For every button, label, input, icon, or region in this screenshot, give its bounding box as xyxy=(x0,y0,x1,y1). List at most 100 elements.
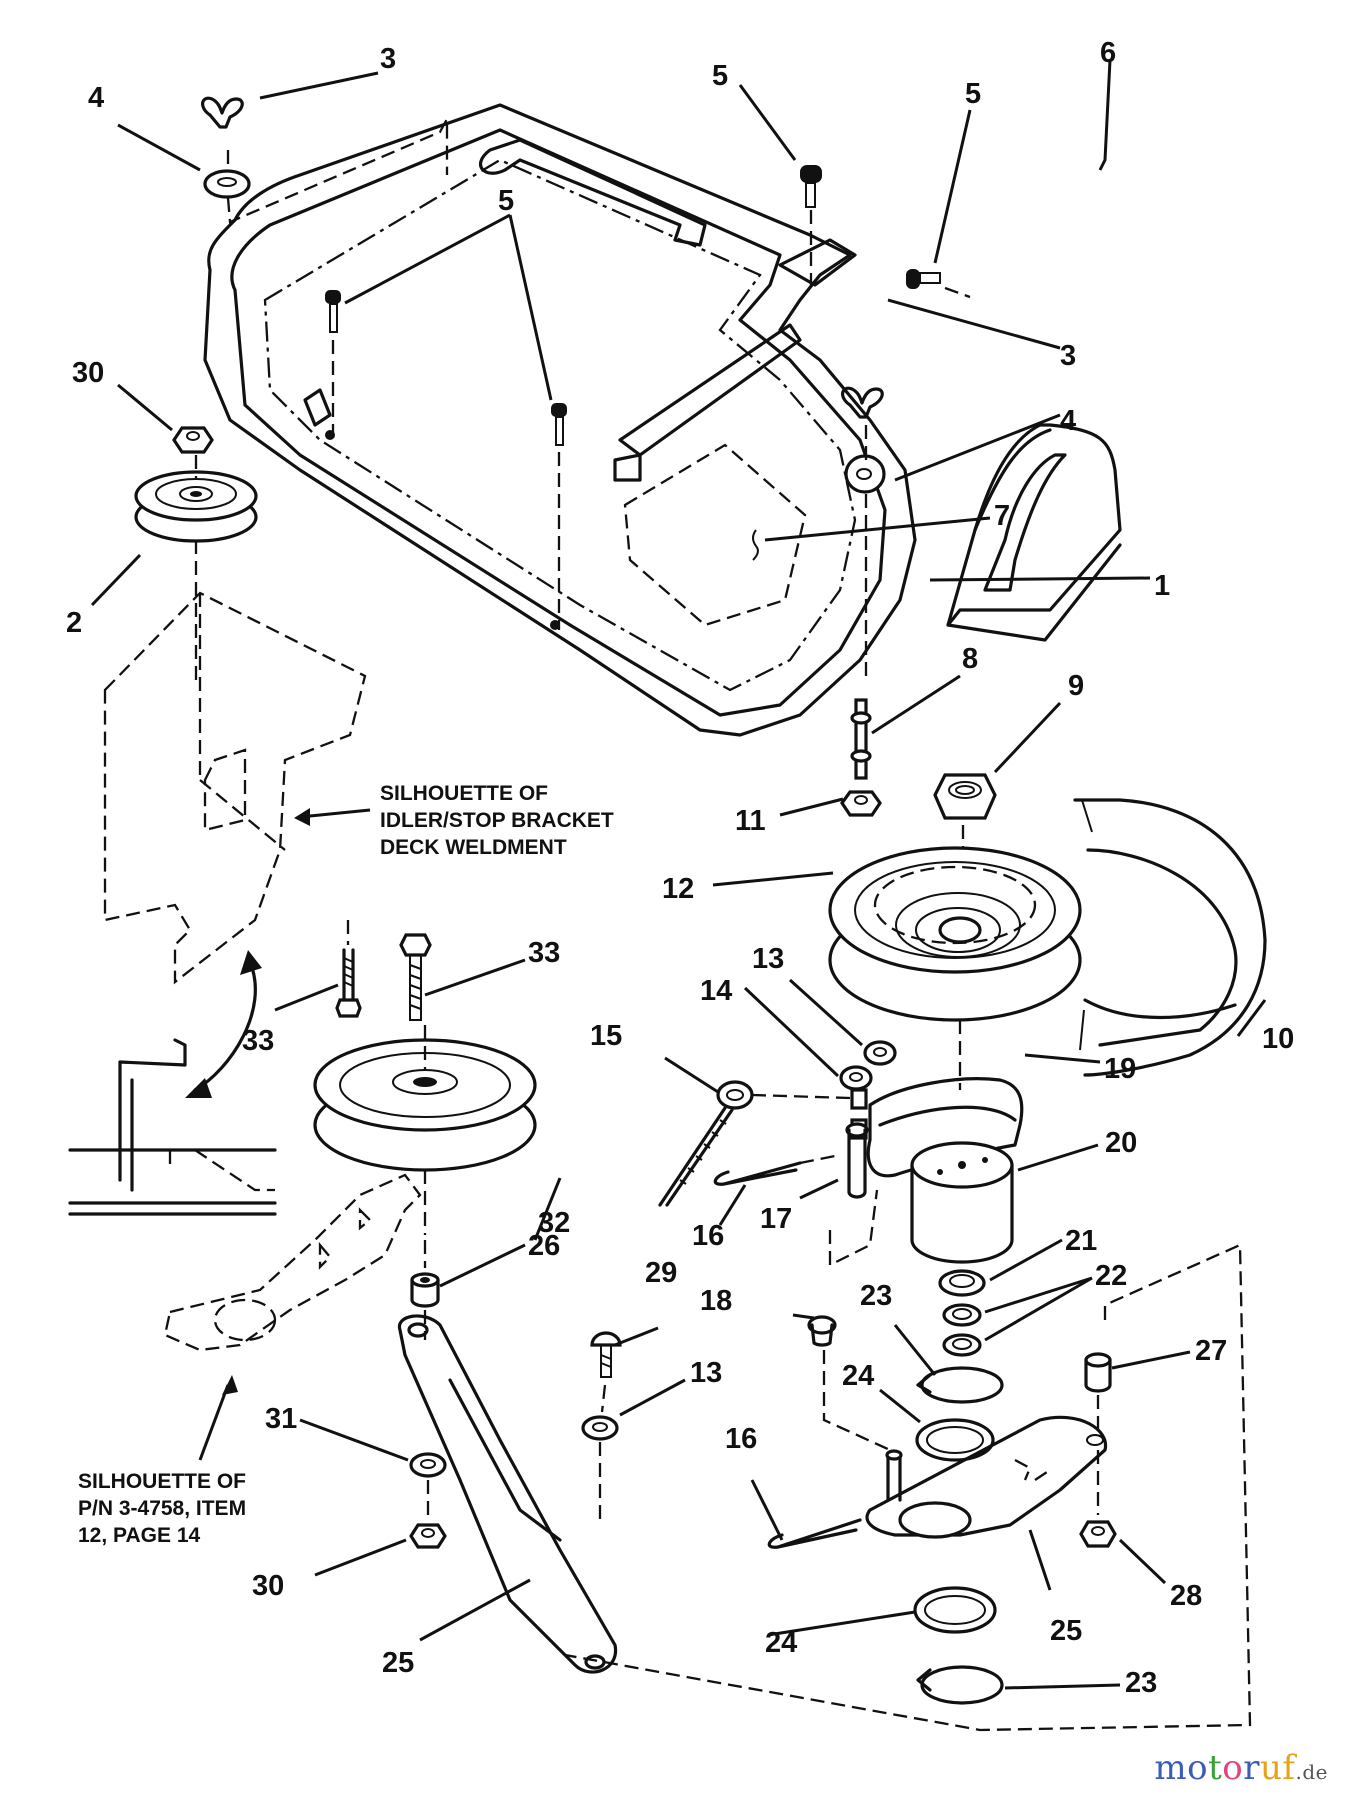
idler-stop-bracket-silhouette xyxy=(103,591,367,985)
washer-part-14 xyxy=(839,1065,873,1091)
watermark-letter: t xyxy=(1208,1748,1223,1788)
watermark-letter: u xyxy=(1260,1748,1283,1788)
hub-part-20 xyxy=(910,1141,1014,1264)
callout-20: 20 xyxy=(1105,1127,1137,1159)
decal-mark-part-7 xyxy=(752,529,759,561)
callout-5: 5 xyxy=(712,60,728,92)
callout-25: 26 xyxy=(528,1230,560,1262)
belt-part-10 xyxy=(1073,798,1267,1077)
wing-nut-part-3-left xyxy=(201,96,244,129)
seal-part-24-lower xyxy=(913,1586,997,1634)
alignment-line xyxy=(226,118,449,224)
callout-30: 30 xyxy=(72,357,104,389)
snap-ring-part-23-lower xyxy=(916,1665,1004,1705)
seal-part-24-upper xyxy=(915,1418,995,1462)
callout-24: 24 xyxy=(765,1627,797,1659)
nut-part-9 xyxy=(933,773,997,820)
alignment-line xyxy=(944,286,971,299)
callout-31: 31 xyxy=(265,1403,297,1435)
callout-13: 13 xyxy=(690,1357,722,1389)
bracket-part-26 xyxy=(865,1415,1108,1539)
pn-3-4758-silhouette xyxy=(163,1173,422,1352)
double-arrow xyxy=(193,960,257,1092)
callout-21: 21 xyxy=(1065,1225,1097,1257)
locknut-part-11 xyxy=(840,790,882,817)
main-pulley-part-12 xyxy=(828,846,1082,1022)
idler-arm-part-28 xyxy=(397,1314,618,1674)
snap-ring-part-23-upper xyxy=(916,1366,1004,1404)
watermark-letter: o xyxy=(1187,1748,1209,1788)
arrow-head xyxy=(222,1375,238,1395)
bolt-part-5-b xyxy=(551,403,567,446)
callout-15: 15 xyxy=(590,1020,622,1052)
callout-22: 22 xyxy=(1095,1260,1127,1292)
washer-part-31 xyxy=(409,1452,447,1478)
callout-2: 2 xyxy=(66,607,82,639)
callout-3: 3 xyxy=(380,43,396,75)
washer-part-13-lower xyxy=(581,1415,619,1441)
alignment-line xyxy=(331,210,813,630)
bearing-part-21 xyxy=(938,1269,986,1297)
spacer-part-25-right xyxy=(1084,1352,1112,1393)
note-pn-3-4758: SILHOUETTE OF P/N 3-4758, ITEM 12, PAGE … xyxy=(78,1470,247,1547)
washer-part-4-right xyxy=(844,454,886,494)
callout-16: 16 xyxy=(725,1423,757,1455)
bushing-part-18 xyxy=(807,1315,837,1347)
arrow-head xyxy=(294,808,310,826)
alignment-line xyxy=(751,1093,851,1100)
eye-bolt-part-15 xyxy=(658,1080,754,1207)
callout-8: 8 xyxy=(962,643,978,675)
callout-26: 25 xyxy=(1050,1615,1082,1647)
callout-13: 13 xyxy=(752,943,784,975)
pulley-part-2 xyxy=(134,470,258,543)
callout-28: 25 xyxy=(382,1647,414,1679)
callout-5: 5 xyxy=(965,78,981,110)
callout-3: 3 xyxy=(1060,340,1076,372)
pin-part-17 xyxy=(845,1122,869,1199)
watermark-letter: r xyxy=(1243,1748,1260,1788)
bolt-part-5-c xyxy=(800,165,822,208)
bolt-part-33-center xyxy=(399,933,432,1021)
bearing-part-22-b xyxy=(942,1333,982,1357)
watermark-logo: motoruf.de xyxy=(1154,1748,1328,1788)
belt-cover-part-1 xyxy=(203,103,917,737)
cotter-pin-part-16-lower xyxy=(767,1518,862,1549)
callout-29: 29 xyxy=(645,1257,677,1289)
alignment-line xyxy=(598,1384,607,1520)
washer-part-4-left xyxy=(203,169,251,199)
callout-9: 9 xyxy=(1068,670,1084,702)
callout-24: 24 xyxy=(842,1360,874,1392)
bearing-part-22-a xyxy=(942,1303,982,1327)
watermark-letter: o xyxy=(1222,1748,1244,1788)
callout-10: 10 xyxy=(1262,1023,1294,1055)
alignment-line xyxy=(799,1153,841,1165)
watermark-letter: f xyxy=(1282,1748,1296,1788)
nut-part-30-top xyxy=(172,426,214,454)
callout-33: 33 xyxy=(528,937,560,969)
deck-fragment xyxy=(68,1038,277,1216)
callout-6: 6 xyxy=(1100,37,1116,69)
callout-23: 23 xyxy=(1125,1667,1157,1699)
callout-32: 32 xyxy=(538,1207,570,1239)
callout-5: 5 xyxy=(498,185,514,217)
callout-17: 17 xyxy=(760,1203,792,1235)
watermark-tld: .de xyxy=(1295,1760,1328,1784)
alignment-frame xyxy=(564,1189,1252,1732)
bolt-part-5-a xyxy=(325,290,341,333)
stud-part-8 xyxy=(850,698,872,780)
callout-labels: 3 4 5 5 5 6 3 4 7 1 30 2 8 9 11 12 13 14… xyxy=(66,37,1294,1699)
washer-part-13-upper xyxy=(863,1040,897,1066)
callout-4: 4 xyxy=(88,82,104,114)
spacer-part-25-left xyxy=(410,1272,440,1308)
callout-16: 16 xyxy=(692,1220,724,1252)
callout-12: 12 xyxy=(662,873,694,905)
callout-27: 28 xyxy=(1170,1580,1202,1612)
callout-25: 27 xyxy=(1195,1335,1227,1367)
locknut-part-27 xyxy=(1079,1520,1117,1548)
callout-1: 1 xyxy=(1154,570,1170,602)
leader-lines xyxy=(90,59,1267,1690)
callout-30: 30 xyxy=(252,1570,284,1602)
callout-14: 14 xyxy=(700,975,732,1007)
callout-18: 18 xyxy=(700,1285,732,1317)
note-idler-bracket: SILHOUETTE OF IDLER/STOP BRACKET DECK WE… xyxy=(380,782,614,859)
